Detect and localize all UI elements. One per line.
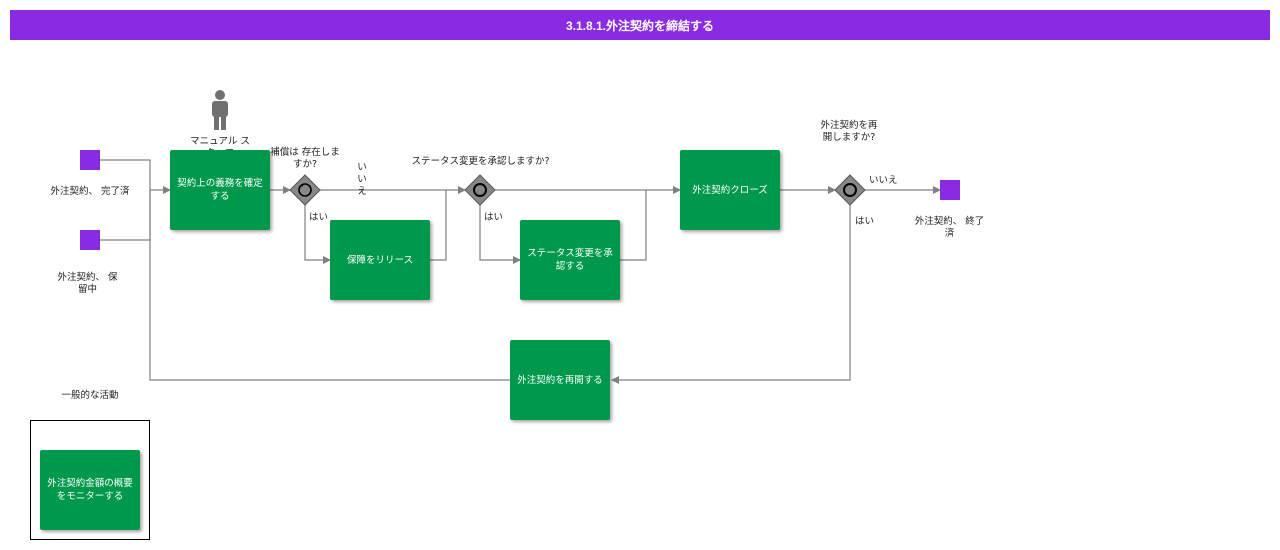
g3-no-label: いいえ bbox=[869, 175, 898, 186]
start-event-complete[interactable] bbox=[80, 150, 100, 170]
task-confirm-obligations[interactable]: 契約上の義務を確定する bbox=[170, 150, 270, 230]
flow-g1-yes bbox=[304, 205, 331, 264]
page-title: 3.1.8.1.外注契約を締結する bbox=[10, 10, 1270, 40]
flow-reopen-loop bbox=[149, 190, 510, 381]
task-reopen-contract[interactable]: 外注契約を再開する bbox=[510, 340, 610, 420]
gateway-3-question: 外注契約を再開しますか? bbox=[820, 120, 878, 143]
flow-g2-yes bbox=[479, 205, 521, 264]
start-pending-label: 外注契約、 保 留中 bbox=[57, 272, 118, 295]
g2-yes-label: はい bbox=[484, 212, 504, 223]
g1-no-label: いいえ bbox=[357, 162, 367, 197]
gateway-reopen[interactable] bbox=[835, 175, 865, 205]
general-activities-group bbox=[30, 420, 150, 540]
flow-approve-merge bbox=[620, 190, 647, 261]
gateway-approve-status[interactable] bbox=[465, 175, 495, 205]
gateway-compensation[interactable] bbox=[290, 175, 320, 205]
gateway-2-question: ステータス変更を承認しますか? bbox=[411, 156, 550, 167]
flow-start-complete bbox=[100, 159, 171, 194]
g1-yes-label: はい bbox=[309, 212, 329, 223]
person-icon bbox=[212, 90, 228, 130]
end-label: 外注契約、 終了済 bbox=[914, 216, 985, 239]
task-monitor-amount[interactable]: 外注契約金額の概要をモニターする bbox=[40, 450, 140, 530]
start-complete-label: 外注契約、 完了済 bbox=[50, 186, 130, 197]
flow-g3-yes bbox=[611, 205, 851, 384]
task-release-guarantee[interactable]: 保障をリリース bbox=[330, 220, 430, 300]
group-label: 一般的な活動 bbox=[61, 390, 119, 401]
task-close-contract[interactable]: 外注契約クローズ bbox=[680, 150, 780, 230]
gateway-1-question: 補償は 存在しますか? bbox=[270, 147, 340, 170]
end-event[interactable] bbox=[940, 180, 960, 200]
flow-release-merge bbox=[430, 190, 447, 261]
start-event-pending[interactable] bbox=[80, 230, 100, 250]
g3-yes-label: はい bbox=[855, 216, 875, 227]
gateway-3 bbox=[834, 174, 866, 206]
gateway-2 bbox=[464, 174, 496, 206]
gateway-1 bbox=[289, 174, 321, 206]
task-approve-status[interactable]: ステータス変更を承認する bbox=[520, 220, 620, 300]
